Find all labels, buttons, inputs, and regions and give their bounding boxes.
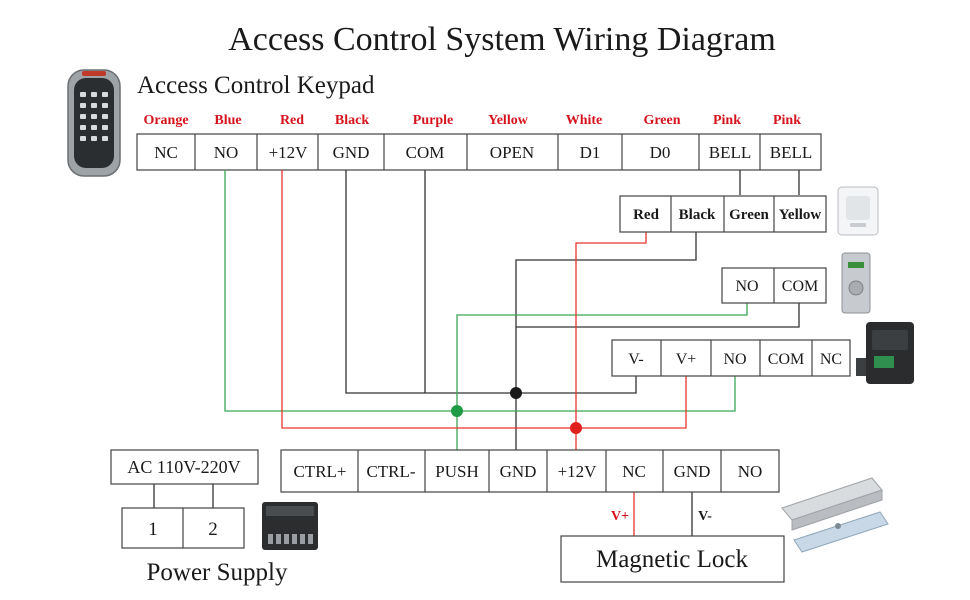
psu-output-gnd-2: GND bbox=[674, 462, 711, 481]
keypad-terminal-com: COM bbox=[406, 143, 445, 162]
wire-receiver-vminus bbox=[516, 376, 637, 394]
lock-vplus-label: V+ bbox=[611, 509, 629, 524]
doorbell-terminal-strip: Red Black Green Yellow bbox=[619, 195, 827, 233]
diagram-title: Access Control System Wiring Diagram bbox=[228, 21, 776, 58]
wire-label-nc: Orange bbox=[143, 113, 188, 128]
keypad-wire-labels: Orange Blue Red Black Purple Yellow Whit… bbox=[143, 113, 801, 128]
wire-label-d1: White bbox=[566, 113, 603, 128]
receiver-terminal-strip: V- V+ NO COM NC bbox=[611, 339, 851, 377]
psu-output-push: PUSH bbox=[435, 462, 478, 481]
keypad-device-icon bbox=[67, 69, 121, 177]
keypad-terminal-open: OPEN bbox=[490, 143, 534, 162]
keypad-terminal-gnd: GND bbox=[333, 143, 370, 162]
receiver-terminal-nc: NC bbox=[820, 351, 842, 368]
wire-label-no: Blue bbox=[214, 113, 241, 128]
wire-label-d0: Green bbox=[643, 113, 680, 128]
doorbell-terminal-red: Red bbox=[633, 207, 659, 223]
lock-vminus-label: V- bbox=[698, 509, 712, 524]
keypad-terminal-bell-2: BELL bbox=[770, 143, 813, 162]
psu-terminal-1: 1 bbox=[148, 519, 158, 540]
doorbell-terminal-black: Black bbox=[679, 207, 716, 223]
keypad-terminal-nc: NC bbox=[154, 143, 178, 162]
wire-keypad-12v bbox=[281, 170, 576, 429]
power-supply-label: Power Supply bbox=[147, 559, 288, 586]
wire-doorbell-red bbox=[575, 232, 647, 450]
exit-button-icon bbox=[841, 252, 871, 314]
keypad-terminal-12v: +12V bbox=[269, 143, 309, 162]
keypad-label: Access Control Keypad bbox=[137, 72, 375, 99]
receiver-terminal-vplus: V+ bbox=[676, 351, 697, 368]
power-supply-terminals: 1 2 bbox=[121, 507, 245, 549]
wire-keypad-no bbox=[224, 170, 736, 412]
gnd-junction-dot bbox=[510, 387, 522, 399]
power-supply-device-icon bbox=[262, 502, 318, 550]
magnetic-lock-icon bbox=[781, 477, 889, 553]
wire-label-12v: Red bbox=[280, 113, 304, 128]
ac-input-box: AC 110V-220V bbox=[110, 449, 259, 485]
magnetic-lock-label: Magnetic Lock bbox=[596, 546, 749, 573]
exit-terminal-no: NO bbox=[735, 278, 758, 295]
12v-junction-dot bbox=[570, 422, 582, 434]
psu-output-ctrl-minus: CTRL- bbox=[366, 462, 415, 481]
doorbell-device-icon bbox=[837, 186, 879, 236]
wire-exit-com bbox=[516, 303, 800, 328]
wire-exit-no bbox=[456, 303, 748, 450]
wire-label-open: Yellow bbox=[488, 113, 529, 128]
wire-label-bell-2: Pink bbox=[773, 113, 801, 128]
psu-output-strip: CTRL+ CTRL- PUSH GND +12V NC GND NO bbox=[280, 449, 780, 493]
wire-keypad-gnd bbox=[345, 170, 516, 394]
keypad-terminal-d1: D1 bbox=[580, 143, 601, 162]
receiver-terminal-vminus: V- bbox=[628, 351, 643, 368]
receiver-terminal-com: COM bbox=[768, 351, 804, 368]
exit-button-terminal-strip: NO COM bbox=[721, 267, 827, 304]
psu-terminal-2: 2 bbox=[208, 519, 218, 540]
ac-input-label: AC 110V-220V bbox=[127, 457, 240, 477]
wire-receiver-vplus bbox=[576, 376, 687, 429]
keypad-terminal-strip: NC NO +12V GND COM OPEN D1 D0 BELL BELL bbox=[136, 133, 822, 171]
keypad-terminal-bell-1: BELL bbox=[709, 143, 752, 162]
doorbell-terminal-yellow: Yellow bbox=[779, 207, 822, 223]
wire-label-gnd: Black bbox=[335, 113, 369, 128]
exit-terminal-com: COM bbox=[782, 278, 818, 295]
psu-output-gnd: GND bbox=[500, 462, 537, 481]
psu-output-nc: NC bbox=[622, 462, 646, 481]
wires bbox=[153, 170, 800, 536]
magnetic-lock-box: Magnetic Lock bbox=[560, 535, 785, 583]
keypad-terminal-no: NO bbox=[214, 143, 239, 162]
psu-output-ctrl-plus: CTRL+ bbox=[293, 462, 346, 481]
wire-doorbell-black bbox=[515, 232, 697, 462]
keypad-terminal-d0: D0 bbox=[650, 143, 671, 162]
wire-label-bell-1: Pink bbox=[713, 113, 741, 128]
receiver-module-icon bbox=[856, 322, 914, 384]
wire-label-com: Purple bbox=[413, 113, 453, 128]
psu-output-12v: +12V bbox=[558, 462, 598, 481]
doorbell-terminal-green: Green bbox=[729, 207, 769, 223]
receiver-terminal-no: NO bbox=[723, 351, 746, 368]
push-junction-dot bbox=[451, 405, 463, 417]
psu-output-no: NO bbox=[738, 462, 763, 481]
